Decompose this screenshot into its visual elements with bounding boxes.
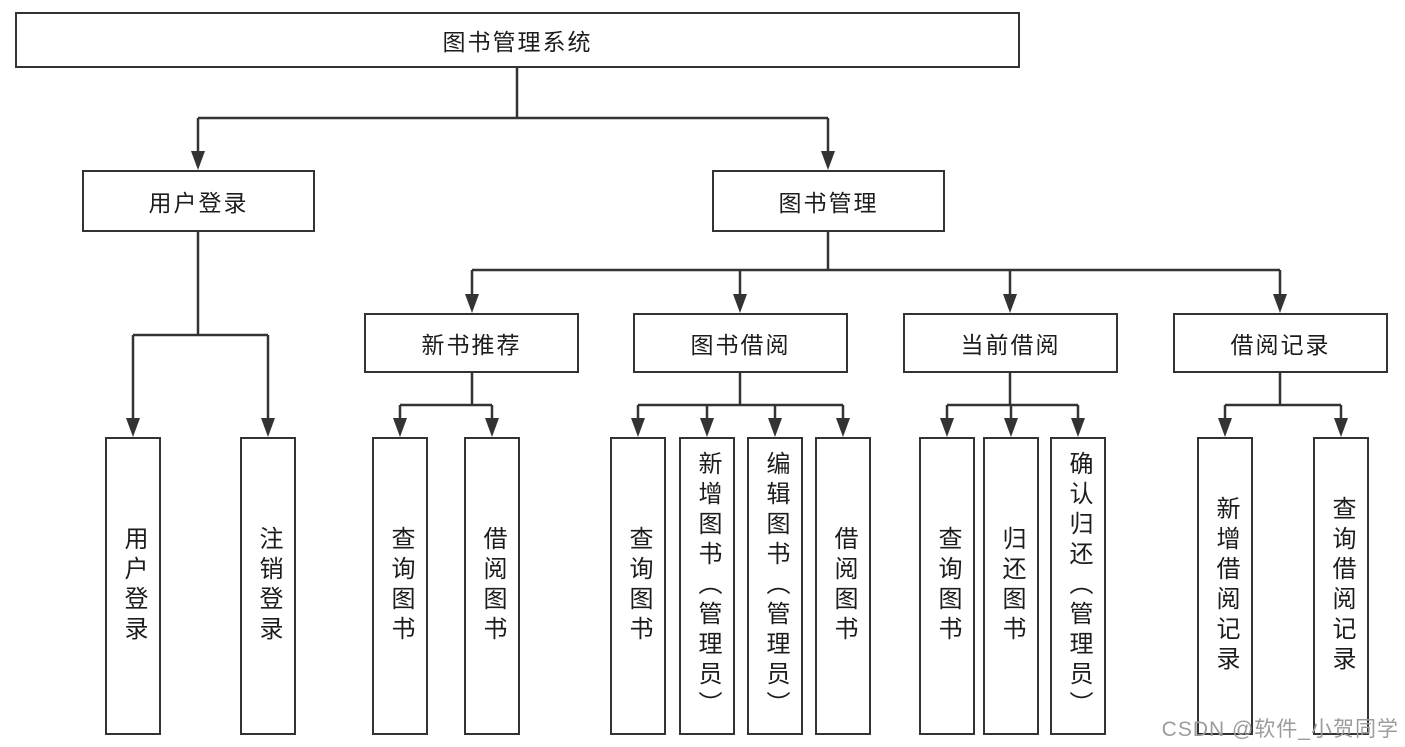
arrow-down-icon xyxy=(836,418,850,437)
connector-borrow-record-to-leaves xyxy=(1218,373,1348,437)
leaf-edit-books-admin: 编辑图书（管理员） xyxy=(747,437,803,735)
csdn-watermark: CSDN @软件_小贺同学 xyxy=(1161,718,1399,741)
leaf-query-books-borrow: 查询图书 xyxy=(610,437,666,735)
arrow-down-icon xyxy=(1218,418,1232,437)
arrow-down-icon xyxy=(1003,294,1017,313)
connector-book-borrow-to-leaves xyxy=(631,373,850,437)
arrow-down-icon xyxy=(261,418,275,437)
arrow-down-icon xyxy=(1334,418,1348,437)
leaf-borrow-books: 借阅图书 xyxy=(815,437,871,735)
arrow-down-icon xyxy=(700,418,714,437)
node-book-management: 图书管理 xyxy=(712,170,945,232)
arrow-down-icon xyxy=(485,418,499,437)
arrow-down-icon xyxy=(465,294,479,313)
arrow-down-icon xyxy=(631,418,645,437)
arrow-down-icon xyxy=(940,418,954,437)
leaf-user-login: 用户登录 xyxy=(105,437,161,735)
arrow-down-icon xyxy=(1273,294,1287,313)
connector-root-to-level2 xyxy=(191,68,835,170)
node-library-system-root: 图书管理系统 xyxy=(15,12,1020,68)
leaf-return-books: 归还图书 xyxy=(983,437,1039,735)
node-book-borrowing: 图书借阅 xyxy=(633,313,848,373)
arrow-down-icon xyxy=(733,294,747,313)
leaf-query-books-recommend: 查询图书 xyxy=(372,437,428,735)
leaf-borrow-books-recommend: 借阅图书 xyxy=(464,437,520,735)
leaf-add-borrow-record: 新增借阅记录 xyxy=(1197,437,1253,735)
node-borrowing-records: 借阅记录 xyxy=(1173,313,1388,373)
connector-book-management-to-level3 xyxy=(465,232,1287,313)
arrow-down-icon xyxy=(1004,418,1018,437)
node-user-login: 用户登录 xyxy=(82,170,315,232)
connector-new-book-to-leaves xyxy=(393,373,499,437)
leaf-confirm-return-admin: 确认归还（管理员） xyxy=(1050,437,1106,735)
node-current-borrowing: 当前借阅 xyxy=(903,313,1118,373)
arrow-down-icon xyxy=(393,418,407,437)
node-new-book-recommendation: 新书推荐 xyxy=(364,313,579,373)
leaf-logout: 注销登录 xyxy=(240,437,296,735)
leaf-add-books-admin: 新增图书（管理员） xyxy=(679,437,735,735)
arrow-down-icon xyxy=(768,418,782,437)
leaf-query-borrow-record: 查询借阅记录 xyxy=(1313,437,1369,735)
arrow-down-icon xyxy=(191,151,205,170)
leaf-query-books-current: 查询图书 xyxy=(919,437,975,735)
arrow-down-icon xyxy=(1071,418,1085,437)
arrow-down-icon xyxy=(821,151,835,170)
arrow-down-icon xyxy=(126,418,140,437)
connector-user-login-to-leaves xyxy=(126,232,275,437)
connector-current-borrow-to-leaves xyxy=(940,373,1085,437)
